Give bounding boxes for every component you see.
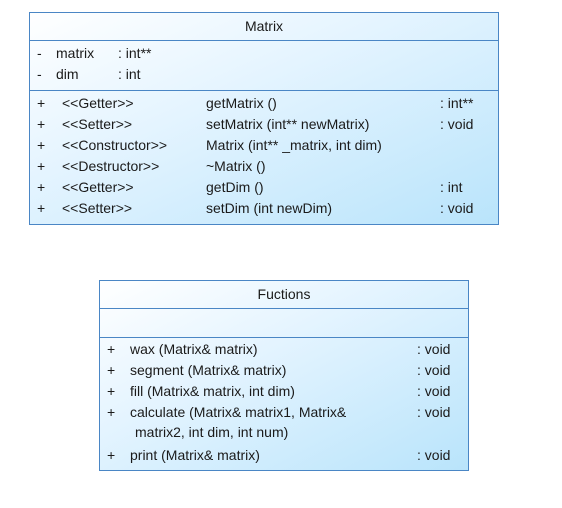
operations-compartment: + wax (Matrix& matrix) : void + segment … xyxy=(100,338,468,466)
operation-row: + print (Matrix& matrix) : void xyxy=(100,445,468,466)
operation-signature: setMatrix (int** newMatrix) xyxy=(206,116,370,132)
matrix-class-box[interactable]: Matrix - matrix : int** - dim : int + <<… xyxy=(29,12,499,225)
visibility-marker: + xyxy=(107,447,116,463)
attribute-row: - matrix : int** xyxy=(30,43,498,64)
operation-signature: fill (Matrix& matrix, int dim) xyxy=(130,383,295,399)
operation-return-type: : void xyxy=(417,404,451,420)
visibility-marker: + xyxy=(107,383,116,399)
operation-return-type: : void xyxy=(440,116,474,132)
visibility-marker: - xyxy=(37,66,42,82)
operation-return-type: : int** xyxy=(440,95,474,111)
operations-compartment: + <<Getter>> getMatrix () : int** + <<Se… xyxy=(30,91,498,219)
operation-signature-line1: calculate (Matrix& matrix1, Matrix& xyxy=(130,404,347,420)
attribute-type: : int** xyxy=(118,45,152,61)
class-name: Fuctions xyxy=(100,281,468,309)
operation-stereotype: <<Constructor>> xyxy=(62,137,168,153)
operation-signature: wax (Matrix& matrix) xyxy=(130,341,258,357)
operation-signature: setDim (int newDim) xyxy=(206,200,333,216)
operation-row: + <<Getter>> getMatrix () : int** xyxy=(30,93,498,114)
operation-row: + <<Setter>> setMatrix (int** newMatrix)… xyxy=(30,114,498,135)
visibility-marker: + xyxy=(37,158,46,174)
fuctions-class-box[interactable]: Fuctions + wax (Matrix& matrix) : void +… xyxy=(99,280,469,471)
operation-return-type: : void xyxy=(440,200,474,216)
operation-row: + <<Destructor>> ~Matrix () xyxy=(30,156,498,177)
visibility-marker: + xyxy=(107,404,116,420)
visibility-marker: - xyxy=(37,45,42,61)
attribute-name: dim xyxy=(56,66,79,82)
operation-stereotype: <<Setter>> xyxy=(62,200,133,216)
operation-signature: ~Matrix () xyxy=(206,158,266,174)
attributes-compartment xyxy=(100,309,468,338)
operation-stereotype: <<Destructor>> xyxy=(62,158,160,174)
operation-stereotype: <<Getter>> xyxy=(62,95,134,111)
operation-row: + <<Getter>> getDim () : int xyxy=(30,177,498,198)
visibility-marker: + xyxy=(37,200,46,216)
visibility-marker: + xyxy=(37,95,46,111)
operation-row: + <<Setter>> setDim (int newDim) : void xyxy=(30,198,498,219)
operation-signature: segment (Matrix& matrix) xyxy=(130,362,287,378)
visibility-marker: + xyxy=(37,179,46,195)
visibility-marker: + xyxy=(37,137,46,153)
operation-return-type: : int xyxy=(440,179,463,195)
operation-row: + calculate (Matrix& matrix1, Matrix& ma… xyxy=(100,402,468,445)
operation-row: + segment (Matrix& matrix) : void xyxy=(100,360,468,381)
operation-row: + <<Constructor>> Matrix (int** _matrix,… xyxy=(30,135,498,156)
visibility-marker: + xyxy=(37,116,46,132)
operation-return-type: : void xyxy=(417,447,451,463)
attribute-name: matrix xyxy=(56,45,95,61)
operation-return-type: : void xyxy=(417,341,451,357)
visibility-marker: + xyxy=(107,341,116,357)
operation-signature: Matrix (int** _matrix, int dim) xyxy=(206,137,382,153)
operation-signature-line2: matrix2, int dim, int num) xyxy=(135,424,289,440)
operation-return-type: : void xyxy=(417,362,451,378)
attribute-type: : int xyxy=(118,66,141,82)
attribute-row: - dim : int xyxy=(30,64,498,85)
class-name: Matrix xyxy=(30,13,498,41)
attributes-compartment: - matrix : int** - dim : int xyxy=(30,41,498,91)
operation-stereotype: <<Getter>> xyxy=(62,179,134,195)
operation-signature: calculate (Matrix& matrix1, Matrix& matr… xyxy=(130,402,398,442)
operation-stereotype: <<Setter>> xyxy=(62,116,133,132)
operation-row: + fill (Matrix& matrix, int dim) : void xyxy=(100,381,468,402)
operation-signature: getDim () xyxy=(206,179,264,195)
operation-signature: getMatrix () xyxy=(206,95,277,111)
visibility-marker: + xyxy=(107,362,116,378)
operation-signature: print (Matrix& matrix) xyxy=(130,447,260,463)
operation-row: + wax (Matrix& matrix) : void xyxy=(100,339,468,360)
operation-return-type: : void xyxy=(417,383,451,399)
